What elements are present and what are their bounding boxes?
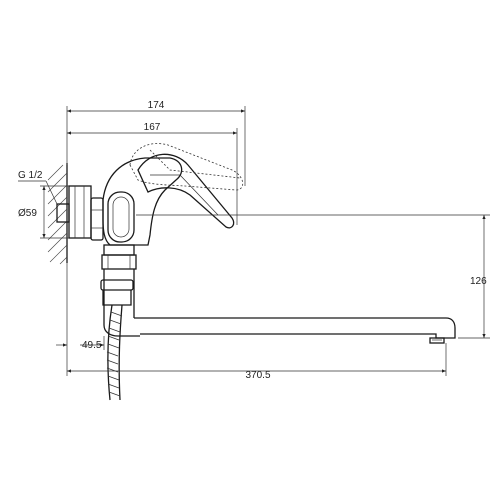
dimension-49-5: 49.5 [56,263,105,376]
dimension-167: 167 [67,122,238,225]
shower-hose [106,304,123,401]
wall-connector [56,185,92,239]
mixer-body [102,157,183,246]
dimension-label-diameter: Ø59 [18,208,37,219]
spout [134,317,456,344]
dimension-label-167: 167 [144,122,161,133]
diverter [101,244,140,337]
lever-handle [137,153,235,229]
dimension-diameter: Ø59 [18,185,69,239]
dimension-126: 126 [136,214,490,339]
thread-label: G 1/2 [18,170,43,181]
dimension-label-174: 174 [148,100,165,111]
hose-connector [100,279,134,306]
lever-handle-raised [129,143,244,191]
dimension-label-370-5: 370.5 [245,370,270,381]
dimension-370-5: 370.5 [67,343,447,381]
dimension-174: 174 [66,100,246,186]
thread-callout: G 1/2 [18,170,58,205]
dimension-label-49-5: 49.5 [82,340,102,351]
dimension-label-126: 126 [470,276,487,287]
union-nut [90,197,104,241]
